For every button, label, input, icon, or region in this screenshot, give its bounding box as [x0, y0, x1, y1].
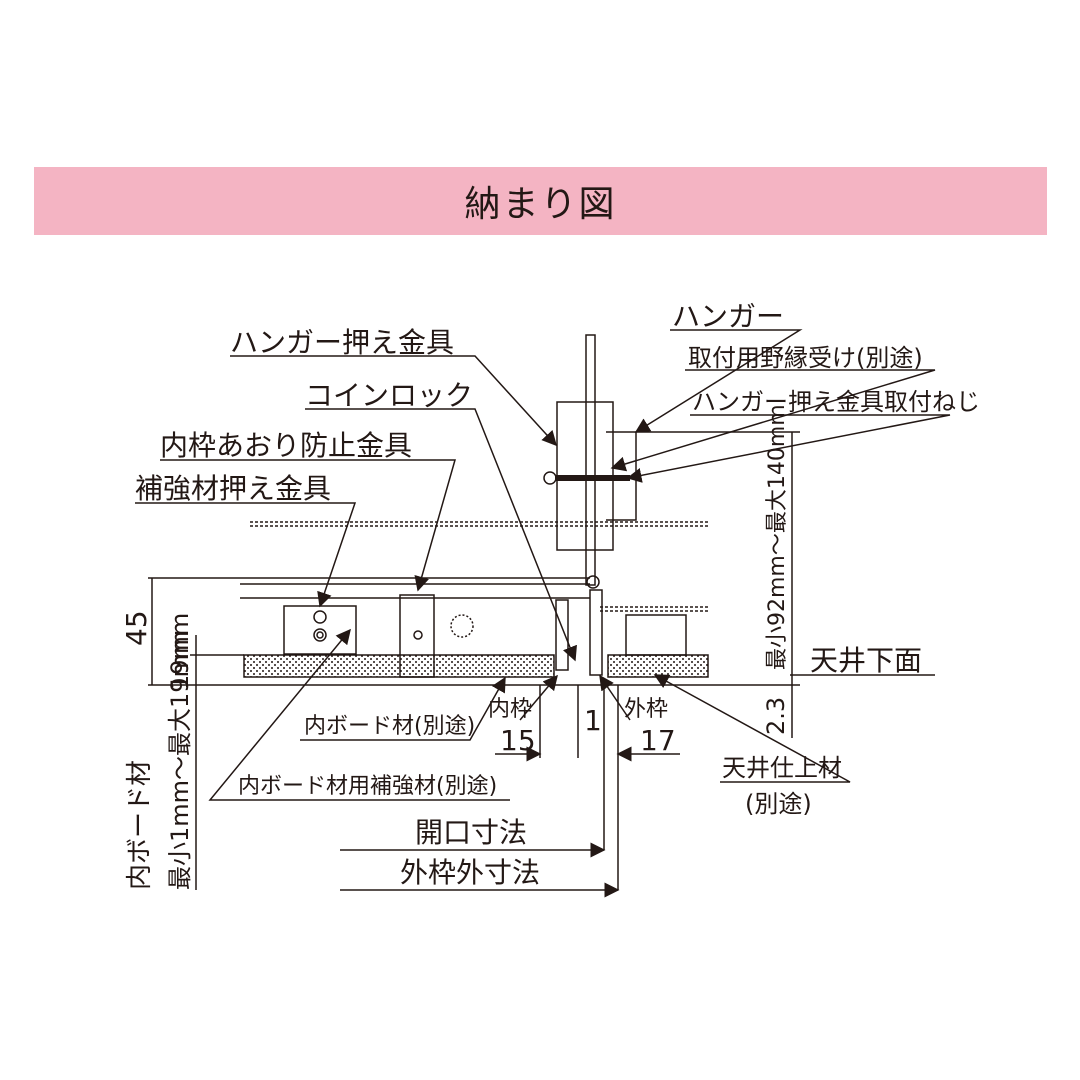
coin-knob [586, 575, 600, 589]
label-runner-receiver: 取付用野縁受け(別途) [688, 344, 923, 372]
label-hanger: ハンガー [672, 300, 784, 333]
leader-clamp-screw [626, 414, 951, 483]
leader-inner-board [300, 676, 506, 741]
label-dim-1: 1 [584, 704, 602, 737]
clamp-bolt-2 [313, 628, 327, 642]
leader-inner-frame [519, 674, 558, 721]
title-bar: 納まり図 [34, 167, 1047, 235]
page-title: 納まり図 [464, 184, 617, 225]
label-board-col-2: 最小1mm〜最大19mm [166, 631, 194, 890]
label-ceiling-finish: 天井仕上材 [722, 754, 842, 782]
clamp-screw-head [543, 471, 557, 485]
label-outer-frame: 外枠 [624, 697, 668, 722]
hanger-rod [585, 334, 596, 586]
leader-ceiling-finish [653, 674, 851, 783]
label-inner-frame: 内枠 [488, 697, 532, 722]
leader-inner-frame-clamp [160, 459, 456, 592]
inner-frame-post [555, 599, 569, 671]
label-reinforcement-clamp: 補強材押え金具 [135, 472, 331, 505]
clamp-bolt-1 [313, 610, 327, 624]
coin-lock-dial [450, 614, 474, 638]
label-inner-board: 内ボード材(別途) [304, 714, 475, 739]
label-dim-19mm: 19mm [166, 613, 194, 690]
label-inner-frame-clamp: 内枠あおり防止金具 [160, 429, 412, 462]
reinforcement-clamp [283, 605, 357, 655]
right-box [625, 614, 687, 656]
outer-frame-post [589, 589, 603, 676]
clamp-bolt-3 [316, 631, 324, 639]
label-ceiling-bottom: 天井下面 [810, 644, 922, 677]
inner-board [243, 654, 555, 678]
coin-lock-screw [413, 630, 423, 640]
label-hanger-clamp: ハンガー押え金具 [230, 326, 454, 359]
ceiling-finish-board [607, 654, 709, 678]
coin-lock-plate [399, 594, 435, 678]
leader-outer-frame [599, 674, 631, 721]
label-opening-dim: 開口寸法 [415, 816, 527, 849]
label-coin-lock: コインロック [305, 379, 473, 412]
leader-hanger [634, 329, 803, 433]
leader-reinforcement-clamp [135, 502, 357, 608]
label-ceiling-finish-sub: (別途) [745, 790, 812, 818]
label-height-range: 最小92mm〜最大140mm [765, 404, 790, 670]
label-outer-frame-dim: 外枠外寸法 [400, 856, 540, 889]
label-dim-15: 15 [500, 724, 536, 757]
label-board-col-1: 内ボード材 [125, 760, 155, 890]
leader-inner-board-reinf [208, 628, 510, 801]
leader-coin-lock [305, 408, 577, 662]
leader-runner [610, 369, 936, 472]
label-dim-17: 17 [640, 724, 676, 757]
label-dim-45: 45 [120, 610, 153, 646]
leader-hanger-clamp [230, 355, 558, 447]
label-clamp-screw: ハンガー押え金具取付ねじ [692, 388, 980, 416]
label-inner-board-reinf: 内ボード材用補強材(別途) [238, 774, 497, 799]
label-dim-2-3: 2.3 [762, 697, 790, 735]
